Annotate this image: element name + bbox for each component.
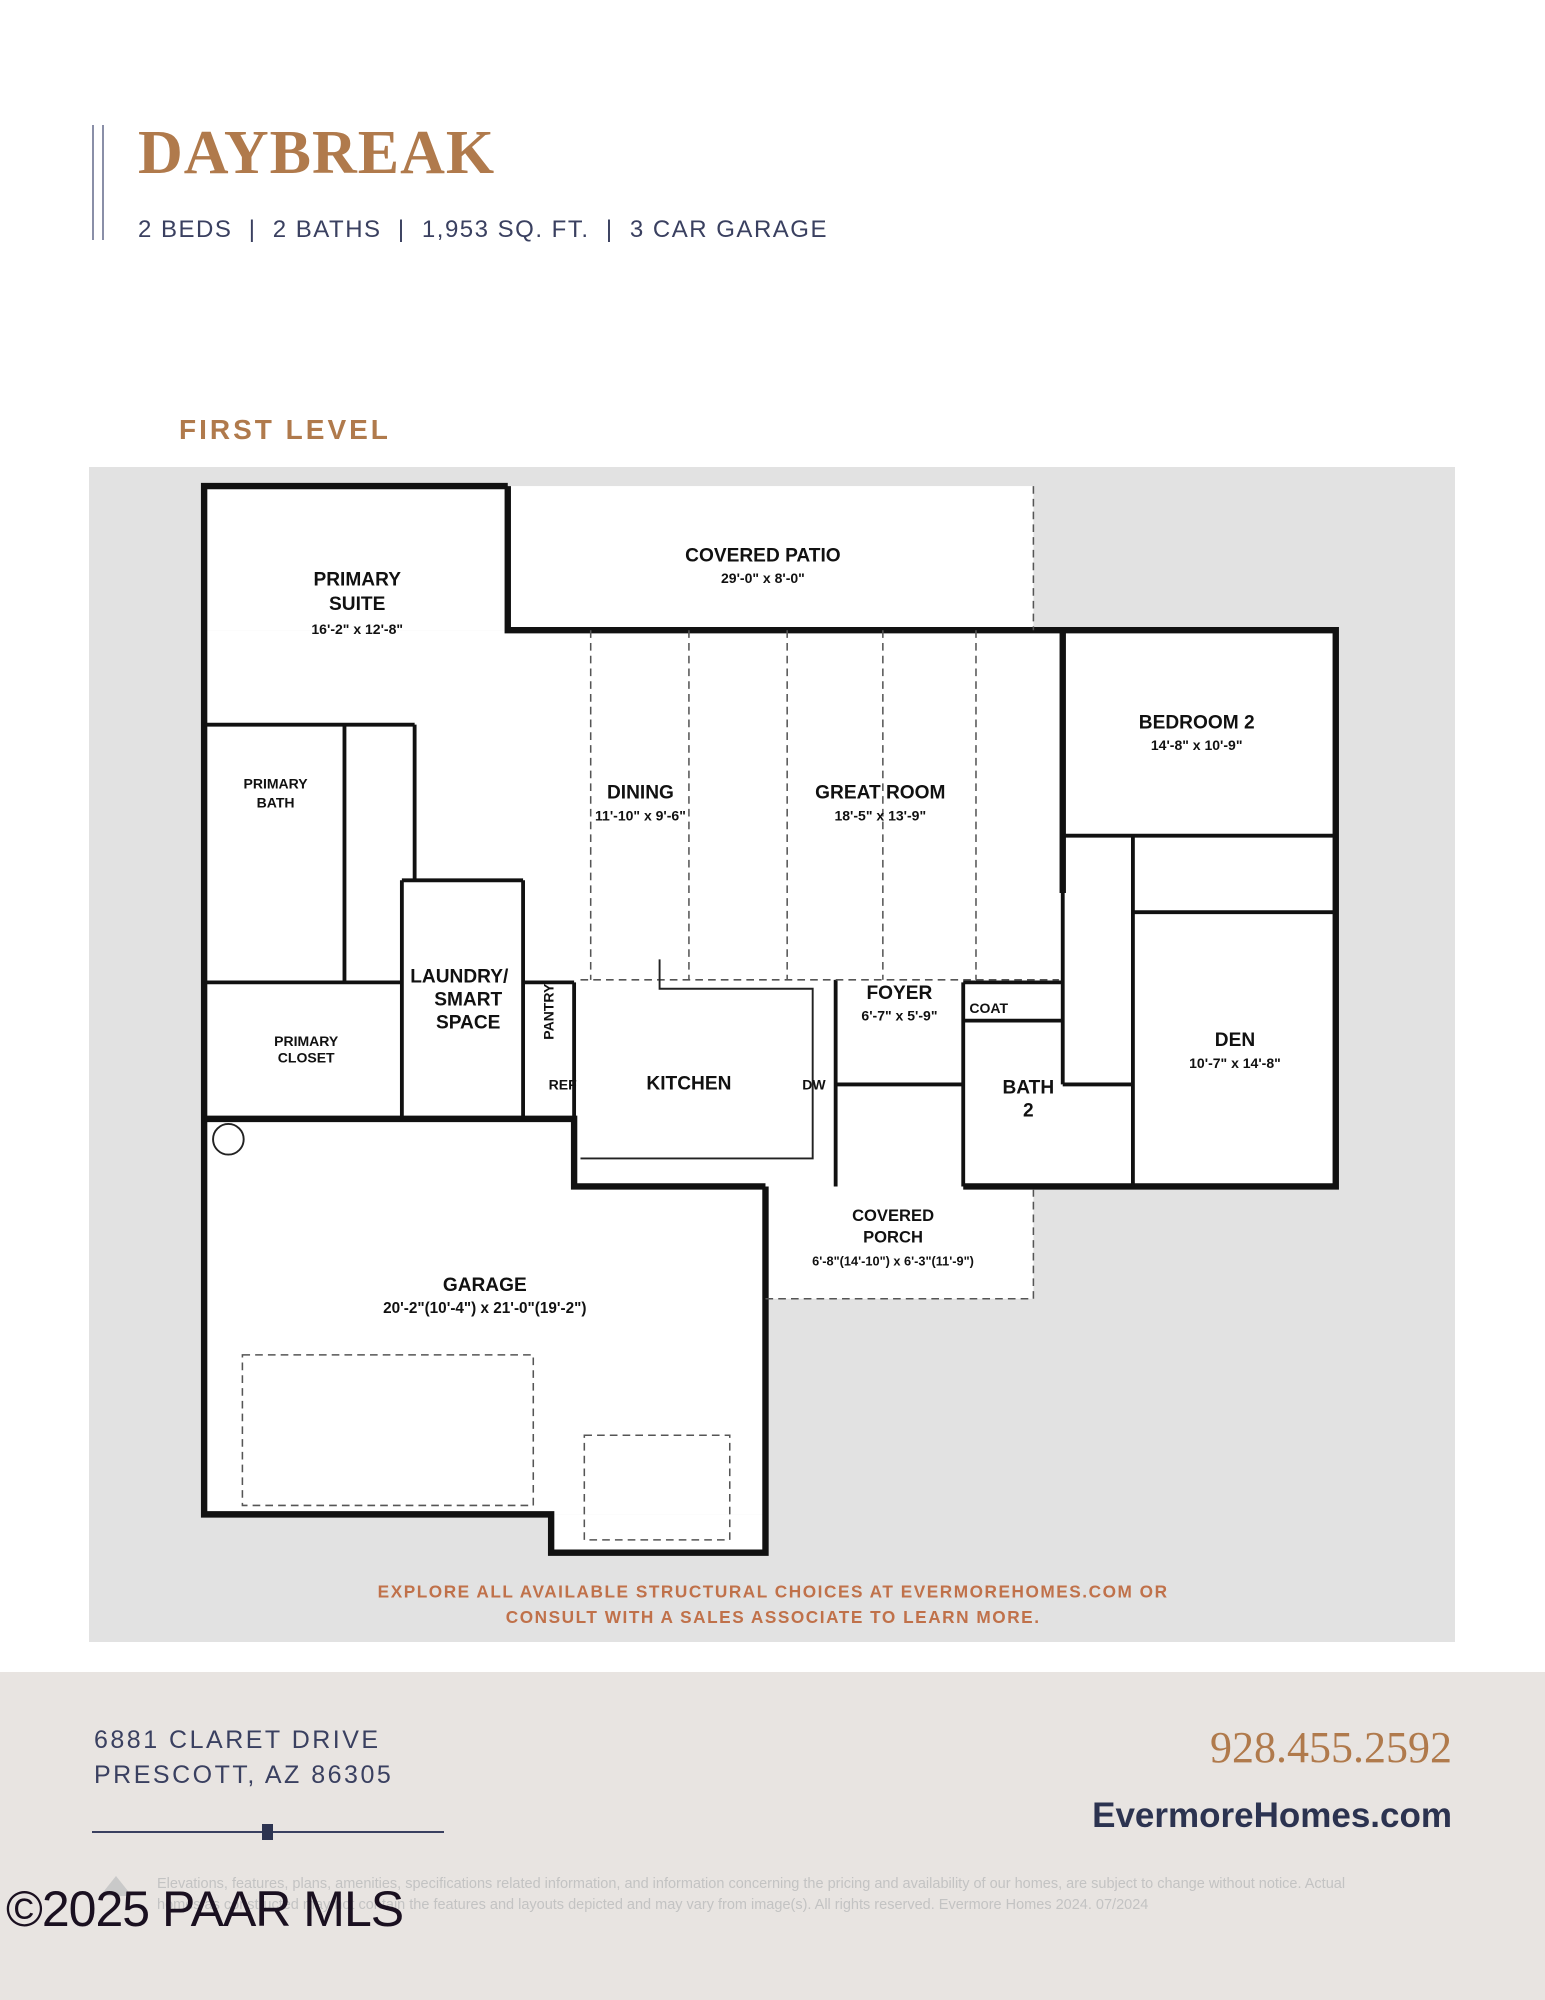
water-heater bbox=[212, 1123, 245, 1156]
room-label-foyer: FOYER bbox=[866, 983, 932, 1004]
room-label-primary-suite: PRIMARY bbox=[313, 570, 401, 591]
room-label-laundry: LAUNDRY/ bbox=[410, 966, 509, 987]
kitchen-counter bbox=[580, 959, 814, 1160]
room-label-den: DEN bbox=[1215, 1030, 1255, 1051]
room-label-covered-patio: COVERED PATIO bbox=[685, 545, 841, 566]
explore-note: EXPLORE ALL AVAILABLE STRUCTURAL CHOICES… bbox=[378, 1581, 1169, 1601]
disclaimer: Elevations, features, plans, amenities, … bbox=[157, 1876, 1346, 1913]
room-label-primary-closet: PRIMARY bbox=[274, 1033, 339, 1049]
room-label-bath-2: BATH bbox=[1002, 1077, 1054, 1098]
room-label-bath-2: 2 bbox=[1023, 1100, 1034, 1121]
exterior-walls bbox=[200, 482, 1339, 1556]
plan-title: DAYBREAK bbox=[138, 119, 496, 187]
room-label-primary-closet: CLOSET bbox=[278, 1050, 335, 1066]
room-label-coat: COAT bbox=[969, 1000, 1008, 1016]
room-label-ref: REF bbox=[549, 1077, 577, 1093]
room-label-great-room: GREAT ROOM bbox=[815, 783, 945, 804]
room-label-kitchen: KITCHEN bbox=[646, 1074, 731, 1095]
house-logo-icon bbox=[100, 1876, 132, 1896]
room-label-laundry: SPACE bbox=[436, 1012, 501, 1033]
plan-specs: 2 BEDS | 2 BATHS | 1,953 SQ. FT. | 3 CAR… bbox=[138, 216, 828, 243]
interior-walls bbox=[204, 722, 1336, 1187]
room-label-primary-suite: SUITE bbox=[329, 594, 386, 615]
room-dims: 18'-5" x 13'-9" bbox=[834, 807, 926, 823]
room-label-dw: DW bbox=[802, 1077, 826, 1093]
footer bbox=[0, 1672, 1545, 2000]
room-label-bedroom-2: BEDROOM 2 bbox=[1139, 712, 1255, 733]
room-label-primary-bath: BATH bbox=[257, 795, 295, 811]
footer-rule-marker bbox=[262, 1824, 273, 1840]
room-dims: 11'-10" x 9'-6" bbox=[595, 807, 686, 823]
address-line-1: 6881 CLARET DRIVE bbox=[94, 1726, 381, 1754]
room-dims: 6'-7" x 5'-9" bbox=[861, 1008, 937, 1024]
room-dims: 20'-2"(10'-4") x 21'-0"(19'-2") bbox=[383, 1300, 586, 1317]
room-label-laundry: SMART bbox=[434, 989, 502, 1010]
room-label-garage: GARAGE bbox=[443, 1275, 527, 1296]
room-label-pantry: PANTRY bbox=[541, 983, 557, 1040]
room-dims: 14'-8" x 10'-9" bbox=[1151, 737, 1243, 753]
room-label-covered-porch: COVERED bbox=[852, 1206, 934, 1225]
room-label-primary-bath: PRIMARY bbox=[244, 775, 309, 791]
phone-number[interactable]: 928.455.2592 bbox=[1210, 1723, 1452, 1772]
room-label-covered-porch: PORCH bbox=[863, 1228, 923, 1247]
title-rule bbox=[92, 125, 94, 240]
room-dims: 6'-8"(14'-10") x 6'-3"(11'-9") bbox=[812, 1254, 974, 1269]
mls-watermark: ©2025 PAAR MLS bbox=[6, 1881, 404, 1937]
address-line-2: PRESCOTT, AZ 86305 bbox=[94, 1761, 394, 1789]
explore-note: CONSULT WITH A SALES ASSOCIATE TO LEARN … bbox=[506, 1607, 1041, 1627]
room-dims: 29'-0" x 8'-0" bbox=[721, 570, 805, 586]
dashed-lines bbox=[241, 486, 1059, 1541]
title-rule bbox=[102, 125, 104, 240]
room-dims: 10'-7" x 14'-8" bbox=[1189, 1055, 1281, 1071]
room-dims: 16'-2" x 12'-8" bbox=[311, 621, 403, 637]
room-label-dining: DINING bbox=[607, 783, 674, 804]
website-link[interactable]: EvermoreHomes.com bbox=[1092, 1796, 1452, 1835]
room-fills bbox=[204, 486, 1336, 1553]
level-heading: FIRST LEVEL bbox=[179, 414, 391, 445]
